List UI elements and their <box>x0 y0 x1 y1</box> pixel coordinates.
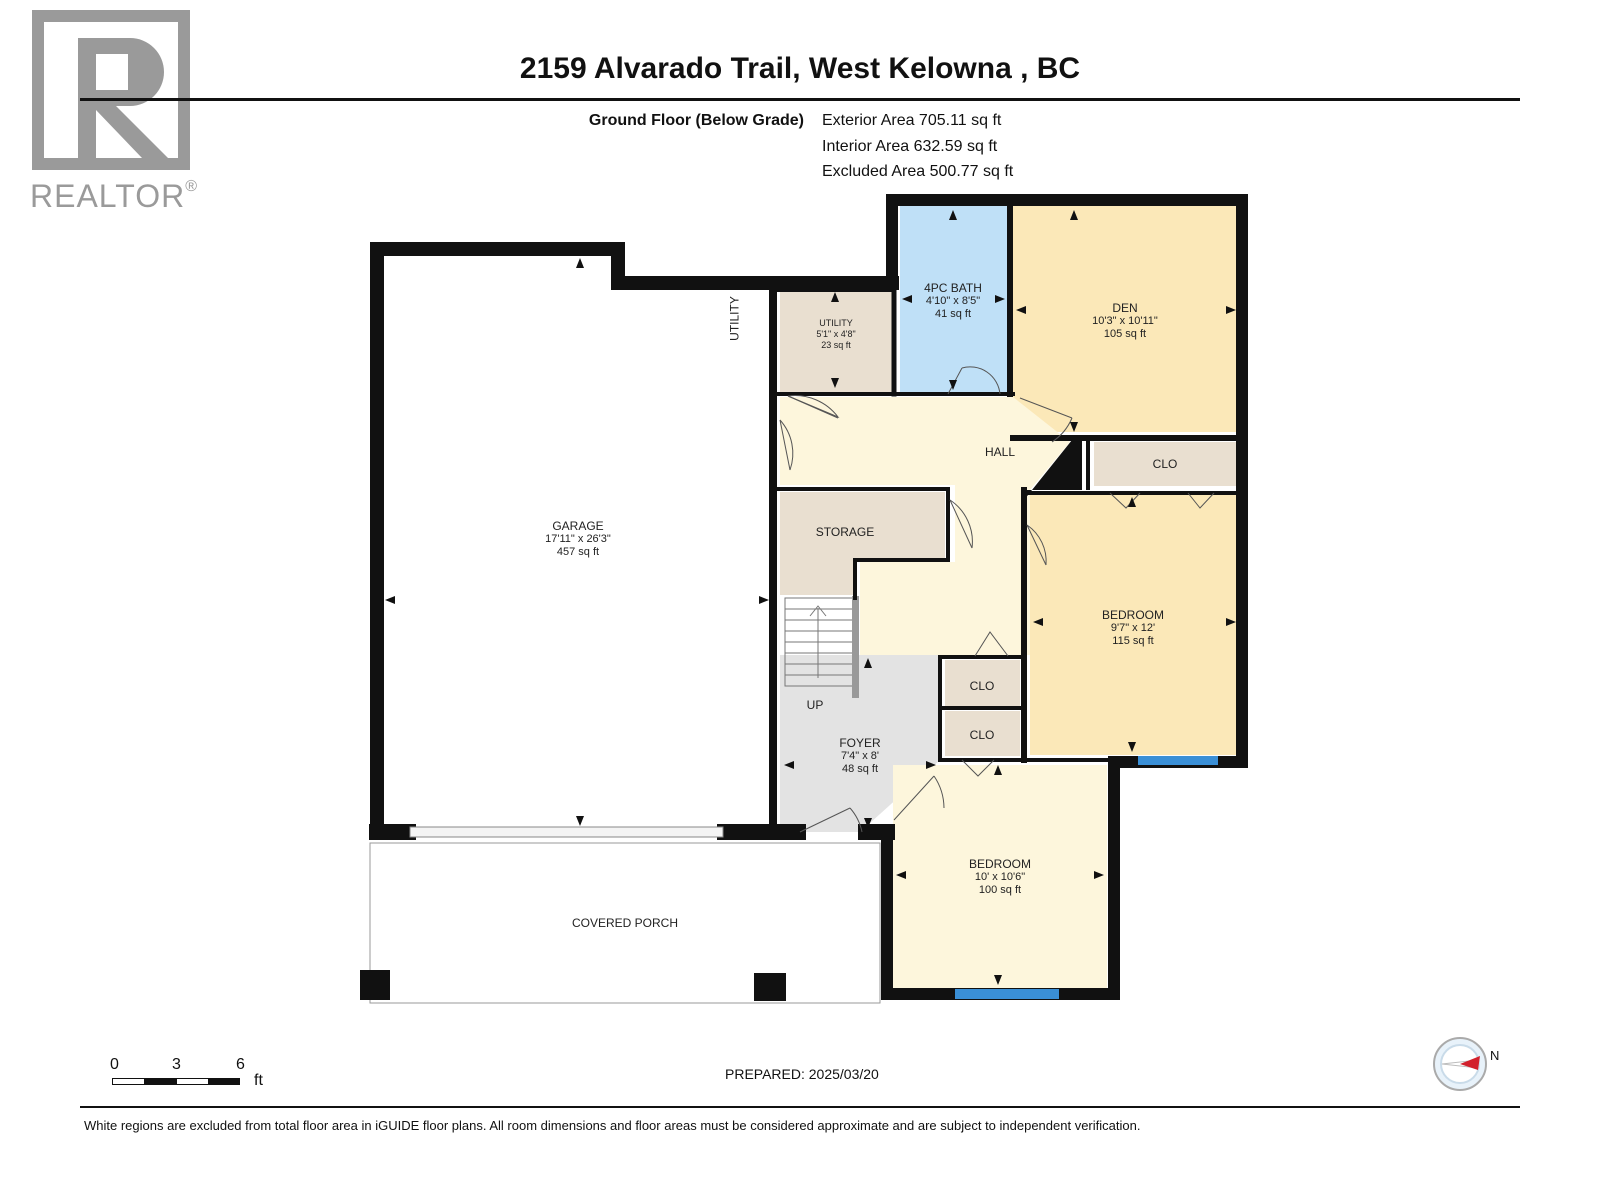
bedroom2-label: BEDROOM 10' x 10'6" 100 sq ft <box>940 858 1060 897</box>
bedroom1-area: 115 sq ft <box>1112 635 1154 647</box>
bath-area: 41 sq ft <box>934 308 972 320</box>
bedroom1-dims: 9'7" x 12' <box>1110 622 1156 634</box>
bath-name: 4PC BATH <box>924 281 982 295</box>
footer-rule <box>80 1106 1520 1108</box>
bedroom1-fill <box>1030 493 1236 755</box>
page-title: 2159 Alvarado Trail, West Kelowna , BC <box>519 52 1081 85</box>
window-bedroom2 <box>955 989 1059 999</box>
bedroom1-name: BEDROOM <box>1101 608 1164 622</box>
clo1-fill <box>945 660 1020 706</box>
window-bedroom1 <box>1138 756 1218 765</box>
scale-seg-4 <box>208 1078 240 1085</box>
clo1-label: CLO <box>969 679 995 693</box>
dimension-arrows <box>385 210 1236 985</box>
garage-name: GARAGE <box>552 519 604 533</box>
utility-fill <box>780 290 892 393</box>
hall-angled-wall <box>1024 440 1082 500</box>
scale-tick-6: 6 <box>236 1056 245 1073</box>
bedroom2-dims: 10' x 10'6" <box>974 871 1026 883</box>
scale-unit: ft <box>254 1072 263 1089</box>
compass-icon <box>1433 1037 1487 1091</box>
den-name: DEN <box>1112 301 1138 315</box>
bath-dims: 4'10" x 8'5" <box>925 295 981 307</box>
bedroom2-fill <box>893 765 1107 988</box>
storage-label: STORAGE <box>815 525 875 539</box>
scale-seg-1 <box>112 1078 146 1085</box>
scale-tick-0: 0 <box>110 1056 119 1073</box>
den-dims: 10'3" x 10'11" <box>1092 315 1158 327</box>
realtor-logo: REALTOR® <box>30 8 210 215</box>
foyer-label: FOYER 7'4" x 8' 48 sq ft <box>815 737 905 776</box>
garage-label: GARAGE 17'11" x 26'3" 457 sq ft <box>498 520 658 559</box>
garage-door <box>409 826 724 838</box>
porch-label: COVERED PORCH <box>571 916 678 930</box>
foyer-area: 48 sq ft <box>841 763 879 775</box>
clo-top-fill <box>1094 442 1236 486</box>
hall-label: HALL <box>984 445 1016 459</box>
bedroom2-area: 100 sq ft <box>978 884 1022 896</box>
scale-seg-3 <box>176 1078 210 1085</box>
garage-dims: 17'11" x 26'3" <box>545 533 611 545</box>
bath-label: 4PC BATH 4'10" x 8'5" 41 sq ft <box>903 282 1003 321</box>
clo-top-label: CLO <box>1152 457 1178 471</box>
footer-disclaimer: White regions are excluded from total fl… <box>84 1118 1141 1133</box>
utility-name: UTILITY <box>819 318 853 328</box>
hall-fill <box>780 397 1070 655</box>
realtor-logo-text: REALTOR® <box>30 178 198 215</box>
foyer-dims: 7'4" x 8' <box>840 750 880 762</box>
door-swings <box>779 366 1215 833</box>
prepared-date: PREPARED: 2025/03/20 <box>725 1066 879 1082</box>
stairs-up-label: UP <box>806 698 824 712</box>
utility-dims: 5'1" x 4'8" <box>816 329 856 339</box>
garage-area: 457 sq ft <box>556 546 600 558</box>
header-rule <box>80 98 1520 101</box>
compass-north-label: N <box>1490 1048 1500 1063</box>
utility-side-label: UTILITY <box>727 296 742 341</box>
foyer-name: FOYER <box>839 736 881 750</box>
porch-post-right <box>754 973 786 1001</box>
clo2-label: CLO <box>969 728 995 742</box>
excluded-area: Excluded Area 500.77 sq ft <box>822 163 1014 180</box>
clo2-fill <box>945 711 1020 756</box>
storage-fill <box>780 492 945 595</box>
interior-area: Interior Area 632.59 sq ft <box>822 138 998 155</box>
floor-name: Ground Floor (Below Grade) <box>588 112 804 129</box>
realtor-logo-word: REALTOR <box>30 178 186 214</box>
stair-rail <box>852 596 859 698</box>
bedroom2-name: BEDROOM <box>968 857 1031 871</box>
utility-area: 23 sq ft <box>821 340 851 350</box>
bath-fill <box>900 206 1007 393</box>
den-fill <box>1013 206 1236 432</box>
utility-label: UTILITY 5'1" x 4'8" 23 sq ft <box>788 318 884 351</box>
registered-mark: ® <box>185 178 198 195</box>
compass: N <box>1432 1034 1502 1094</box>
scale-tick-3: 3 <box>172 1056 181 1073</box>
scale-bar: 0 3 6 ft <box>106 1056 276 1096</box>
den-area: 105 sq ft <box>1103 328 1147 340</box>
bedroom1-label: BEDROOM 9'7" x 12' 115 sq ft <box>1073 609 1193 648</box>
porch-outline <box>369 842 881 1004</box>
porch-post-left <box>360 970 390 1000</box>
realtor-logo-mark <box>32 10 190 170</box>
den-label: DEN 10'3" x 10'11" 105 sq ft <box>1065 302 1185 341</box>
scale-seg-2 <box>144 1078 176 1085</box>
exterior-area: Exterior Area 705.11 sq ft <box>822 112 1002 129</box>
